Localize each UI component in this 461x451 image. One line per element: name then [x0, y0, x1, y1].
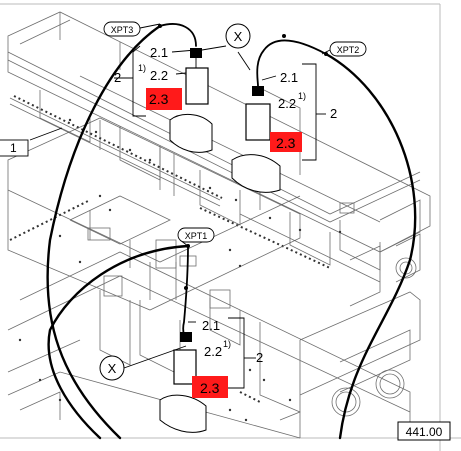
ul-highlight-label: 2.3 [149, 91, 169, 107]
lo-group-2: 2 [256, 350, 263, 365]
ur-highlight-label: 2.3 [276, 135, 296, 151]
sensor-upper-left [169, 48, 213, 153]
page-ref: 441.00 [397, 421, 451, 441]
detail-x-upper: X [225, 23, 251, 49]
lower-rail-holes [9, 199, 261, 403]
part-ref-left-label: 1 [10, 141, 17, 155]
ur-group-2: 2 [330, 106, 337, 121]
callout-xpt2-label: XPT2 [337, 45, 360, 55]
upper-frame-structure [7, 11, 431, 307]
cable-xpt3-sensor [159, 23, 197, 47]
ul-group-2: 2 [114, 70, 121, 85]
cable-dots [158, 24, 328, 290]
callout-xpt1: XPT1 [177, 227, 215, 243]
lower-labels: 2.1 2.2 1) 2 [202, 318, 263, 365]
cables [46, 23, 417, 440]
outer-frame [0, 3, 461, 451]
cable-xpt2 [324, 52, 417, 440]
upper-right-labels: 2.1 2.2 1) 2 [278, 70, 337, 121]
cable-xpt2-sensor [256, 39, 327, 87]
sensor-upper-right [231, 86, 281, 193]
ul-item-2-2: 2.2 [150, 68, 168, 83]
detail-dots [18, 118, 342, 422]
callout-xpt3-label: XPT3 [111, 25, 134, 35]
callout-xpt3: XPT3 [103, 21, 141, 37]
part-ref-left: 1 [0, 139, 29, 157]
lo-item-2-2-sup: 1) [223, 339, 231, 349]
ur-item-2-1: 2.1 [280, 70, 298, 85]
upper-rail-holes [13, 95, 331, 269]
sensor-lower [159, 332, 207, 433]
lo-item-2-1: 2.1 [202, 318, 220, 333]
lo-highlight-label: 2.3 [200, 380, 220, 396]
upper-left-labels: 2.1 2.2 1) 2 [114, 45, 168, 85]
callout-xpt2: XPT2 [329, 41, 367, 57]
page-ref-label: 441.00 [406, 425, 443, 439]
ul-highlight-box [146, 88, 182, 110]
cable-xpt1 [47, 244, 190, 440]
ur-highlight-box [270, 132, 302, 152]
cable-xpt3 [46, 24, 162, 440]
detail-x-lower: X [99, 355, 125, 381]
detail-x-upper-label: X [234, 29, 243, 44]
ul-item-2-2-sup: 1) [138, 63, 146, 73]
ur-item-2-2-sup: 1) [298, 91, 306, 101]
lo-highlight-box [192, 376, 228, 398]
cable-xpt1-sensor [182, 245, 189, 341]
lo-item-2-2: 2.2 [204, 344, 222, 359]
callout-xpt1-label: XPT1 [185, 231, 208, 241]
ul-item-2-1: 2.1 [150, 45, 168, 60]
detail-x-lower-label: X [108, 361, 117, 376]
ur-item-2-2: 2.2 [278, 96, 296, 111]
lower-frame-structure [7, 117, 421, 439]
